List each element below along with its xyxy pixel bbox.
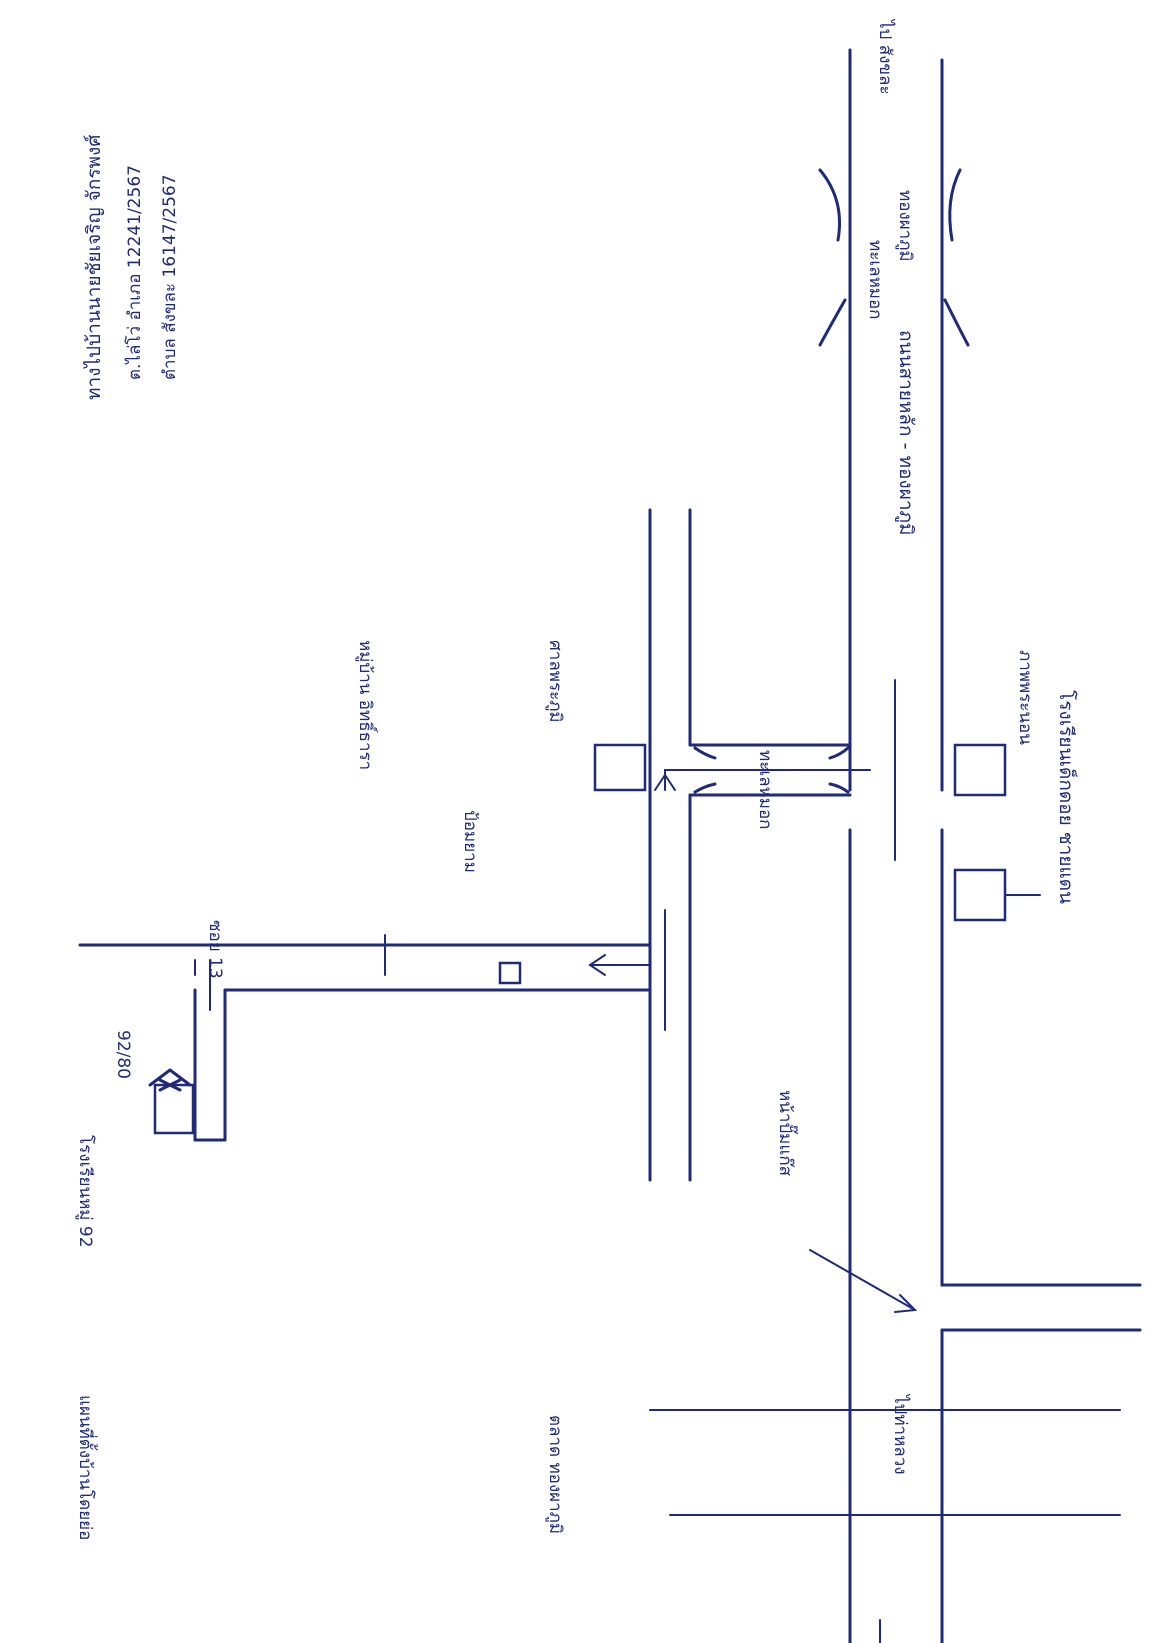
temple-building: [953, 743, 1007, 797]
header-line2: ตำบล สังขละ 16147/2567: [160, 174, 180, 380]
top-right-a: ทะเลหมอก: [865, 240, 885, 319]
target-house-label: โรงเรียนหมู่ 92: [75, 1135, 96, 1248]
school-label: โรงเรียนเด็กดอย ชายแดน: [1055, 690, 1079, 904]
header-line1: ต.ไล่โว่ อำเภอ 12241/2567: [124, 165, 145, 380]
traffic-light-pointer: [809, 1249, 918, 1313]
guardhouse-label: ป้อมยาม: [460, 810, 480, 873]
top-right-b: ทองผาภูมิ: [895, 190, 915, 262]
branch-road: [648, 508, 852, 1182]
target-house: [148, 1068, 195, 1135]
soi-label: ซอย 13: [205, 920, 225, 979]
bridge-marks: [818, 168, 970, 347]
bottom-road-label: ไปท่าหลวง: [890, 1393, 911, 1475]
ma-hang-label: ทะเลหมอก: [755, 750, 775, 829]
route-arrows: [588, 769, 871, 976]
header-title: ทางไปบ้านนายชัยเจริญ จักรพงศ์: [83, 135, 105, 400]
traffic-light-label: หน้าปั๊มแก๊ส: [775, 1090, 799, 1177]
school-building: [953, 868, 1007, 922]
label-group: ทางไปบ้านนายชัยเจริญ จักรพงศ์ ต.ไล่โว่ อ…: [75, 18, 1079, 1540]
note-left-label: แผนที่ตั้งบ้านโดยย่อ: [75, 1395, 98, 1540]
bottom-market-label: ตลาด ทองผาภูมิ: [545, 1415, 565, 1534]
guardhouse: [498, 961, 522, 985]
shrine-label: ศาลพระภูมิ: [545, 640, 565, 723]
house-number-label: 92/80: [113, 1030, 133, 1079]
village-road-label: หมู่บ้าน อิทธิ์ธารา: [355, 640, 378, 770]
temple-label: ภาพพระนอน: [1015, 650, 1035, 745]
main-road-label: ถนนสายหลัก - ทองผาภูมิ: [895, 330, 917, 536]
top-right-c: ไป สังขละ: [875, 18, 896, 95]
shrine-building: [593, 743, 647, 792]
main-highway: [848, 48, 1142, 1643]
bottom-cross-roads: [649, 1409, 1121, 1643]
village-road: [78, 934, 652, 1142]
